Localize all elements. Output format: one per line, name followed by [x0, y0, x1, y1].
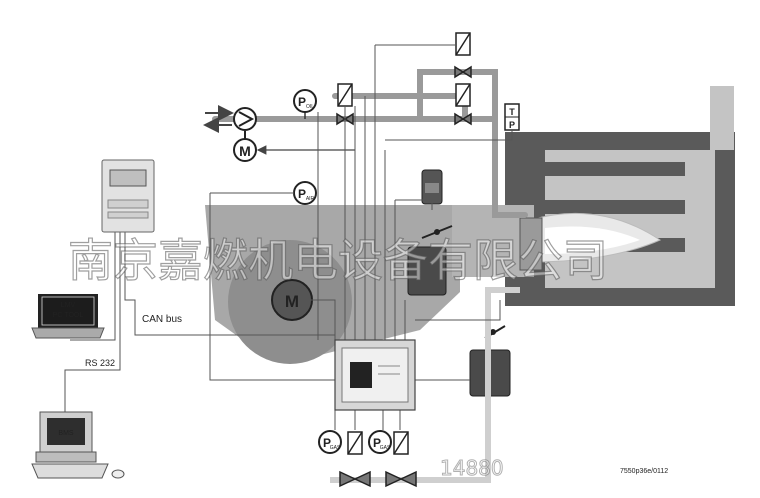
flame — [529, 212, 662, 263]
oil-pump — [233, 107, 257, 131]
svg-text:LMV: LMV — [61, 302, 76, 309]
temp-pressure-sensor: T P — [504, 103, 520, 131]
svg-text:PC TOOL: PC TOOL — [53, 312, 84, 319]
gas-pressure-switch-2: P GAS — [368, 430, 392, 454]
lmv-control-unit — [334, 339, 416, 411]
oil-piping — [212, 69, 528, 218]
svg-text:AIR: AIR — [306, 196, 315, 202]
bms-computer: BMS — [31, 411, 125, 479]
svg-text:T: T — [509, 107, 515, 117]
can-bus-label: CAN bus — [142, 314, 182, 325]
laptop-pc-tool: LMV PC TOOL — [31, 294, 105, 339]
svg-text:OIL: OIL — [306, 104, 314, 110]
fan-motor: M — [271, 279, 313, 321]
oil-solenoid-valves — [336, 32, 472, 126]
fan-motor-label: M — [285, 292, 299, 311]
furnace — [505, 70, 735, 306]
svg-text:P: P — [323, 436, 331, 450]
gas-solenoid-valves — [339, 431, 417, 488]
svg-text:GAS: GAS — [330, 445, 341, 451]
svg-text:P: P — [373, 436, 381, 450]
watermark: 南京嘉燃机电设备有限公司 14880 — [67, 233, 608, 480]
rs232-label: RS 232 — [85, 358, 115, 368]
oil-pressure-switch: P OIL — [293, 89, 317, 119]
display-unit — [101, 159, 155, 233]
svg-text:BMS: BMS — [58, 430, 74, 437]
pump-motor-label: M — [239, 143, 251, 159]
svg-text:P: P — [298, 95, 306, 109]
control-wiring — [64, 44, 513, 430]
pump-motor: M — [233, 131, 355, 162]
svg-text:P: P — [298, 187, 306, 201]
svg-text:GAS: GAS — [380, 445, 391, 451]
figure-code: 7550p36e/0112 — [620, 468, 668, 475]
oil-actuator — [421, 169, 443, 205]
oil-inlet-arrows — [203, 105, 234, 133]
gas-pressure-switch-1: P GAS — [318, 430, 342, 454]
air-pressure-switch: P AIR — [293, 181, 317, 205]
svg-text:南京嘉燃机电设备有限公司: 南京嘉燃机电设备有限公司 — [68, 234, 608, 287]
svg-text:P: P — [509, 120, 515, 130]
air-damper-actuator — [407, 225, 453, 296]
svg-text:14880: 14880 — [440, 456, 504, 480]
